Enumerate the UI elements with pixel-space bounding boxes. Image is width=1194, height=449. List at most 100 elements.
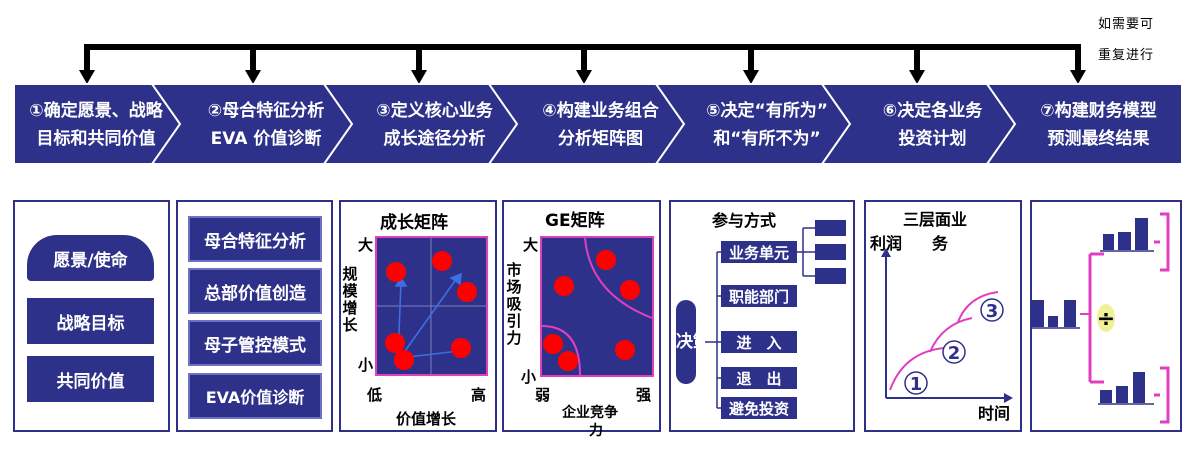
upper-output-bars xyxy=(1103,218,1148,250)
horizon-curve-1 xyxy=(889,347,945,391)
upper-bar-1 xyxy=(1103,234,1114,250)
growth-y-high: 大 xyxy=(358,236,374,254)
ge-dots xyxy=(543,250,640,371)
growth-dot-2 xyxy=(432,251,452,271)
step-6-line2: 投资计划 xyxy=(898,129,967,149)
step-5-line1: ⑤决定“有所为” xyxy=(706,101,828,121)
process-band xyxy=(13,44,1183,165)
panel-participation xyxy=(669,200,855,432)
input-bar-3 xyxy=(1064,300,1076,327)
ge-x-axis-label-2: 力 xyxy=(589,423,603,439)
ge-curve-top xyxy=(584,237,653,319)
growth-x-low: 低 xyxy=(367,386,383,404)
feedback-drop-5 xyxy=(743,44,759,84)
growth-dot-3 xyxy=(457,282,477,302)
growth-dots xyxy=(385,251,477,370)
horizon-marker-1: 1 xyxy=(904,371,928,395)
option-enter: 进 入 xyxy=(721,331,797,353)
horizons-title-2: 务 xyxy=(932,234,949,253)
feedback-drop-1 xyxy=(79,44,95,84)
lower-bar-2 xyxy=(1116,386,1128,403)
financial-model-plot: ÷ xyxy=(1030,212,1170,424)
ge-y-high: 大 xyxy=(523,236,539,254)
ge-y-axis-label: 市场吸引力 xyxy=(506,261,522,347)
input-bar-1 xyxy=(1032,300,1044,327)
ge-curve-bottom xyxy=(541,325,581,376)
feedback-drop-7 xyxy=(1070,44,1086,84)
step-4-line1: ④构建业务组合 xyxy=(542,101,659,121)
upper-bar-2 xyxy=(1118,232,1131,250)
step-5-label: ⑤决定“有所为” 和“有所不为” xyxy=(684,86,850,164)
ge-dot-3 xyxy=(620,280,640,300)
growth-dot-1 xyxy=(386,262,406,282)
input-bars xyxy=(1032,300,1076,327)
feedback-bracket xyxy=(79,44,1086,84)
option-functional-dept: 职能部门 xyxy=(721,285,797,307)
hq-value-creation-box: 总部价值创造 xyxy=(188,268,322,314)
growth-x-axis-label: 价值增长 xyxy=(396,410,457,428)
growth-x-high: 高 xyxy=(471,386,487,404)
option-avoid-investment: 避免投资 xyxy=(721,397,797,419)
step-6-line1: ⑥决定各业务 xyxy=(882,101,983,121)
svg-text:3: 3 xyxy=(986,301,999,322)
step-2-line2: EVA 价值诊断 xyxy=(210,129,322,149)
option-business-unit: 业务单元 xyxy=(721,241,797,263)
step-4-label: ④构建业务组合 分析矩阵图 xyxy=(517,86,684,164)
horizon-curve-3 xyxy=(957,291,999,323)
feedback-drop-6 xyxy=(909,44,925,84)
step-3-line1: ③定义核心业务 xyxy=(376,101,493,121)
divide-operator-bg xyxy=(1097,304,1115,332)
ge-dot-5 xyxy=(558,351,578,371)
step-5-line2: 和“有所不为” xyxy=(713,129,821,149)
step-7-chevron xyxy=(985,83,1183,165)
ge-dot-6 xyxy=(615,340,635,360)
divide-operator: ÷ xyxy=(1097,307,1115,332)
step-6-label: ⑥决定各业务 投资计划 xyxy=(850,86,1015,164)
growth-y-axis-label: 规模增长 xyxy=(342,265,358,334)
step-7-label: ⑦构建财务模型 预测最终结果 xyxy=(1015,86,1182,164)
repeat-note-line2: 重复进行 xyxy=(1098,48,1155,63)
process-chevrons xyxy=(13,83,1183,165)
svg-text:2: 2 xyxy=(948,343,961,364)
ge-dot-4 xyxy=(543,334,563,354)
upper-bar-3 xyxy=(1135,218,1148,250)
participation-title: 参与方式 xyxy=(712,211,777,230)
lower-bar-3 xyxy=(1133,372,1145,403)
input-bar-2 xyxy=(1048,316,1058,327)
ge-dot-2 xyxy=(596,250,616,270)
ge-matrix-plot xyxy=(541,237,653,376)
horizons-plot: 1 2 3 xyxy=(881,248,1013,403)
svg-text:1: 1 xyxy=(910,374,923,395)
step-7-line1: ⑦构建财务模型 xyxy=(1040,101,1157,121)
horizon-marker-3: 3 xyxy=(980,298,1004,322)
feedback-drop-2 xyxy=(245,44,261,84)
unit-sub-box-1 xyxy=(815,220,846,236)
step-4-line2: 分析矩阵图 xyxy=(558,129,643,149)
horizons-y-label: 利润 xyxy=(870,234,903,253)
growth-arrow-diagonal-head xyxy=(449,272,462,286)
lower-bar-1 xyxy=(1100,390,1112,403)
repeat-note-line1: 如需要可 xyxy=(1098,17,1155,32)
growth-matrix-plot xyxy=(377,238,486,374)
step-1-label: ①确定愿景、战略 目标和共同价值 xyxy=(8,86,184,164)
growth-y-low: 小 xyxy=(358,356,374,374)
upper-bracket xyxy=(1160,212,1170,272)
ge-dot-1 xyxy=(554,276,574,296)
step-1-line1: ①确定愿景、战略 xyxy=(29,101,163,121)
strategic-goal-box: 战略目标 xyxy=(27,298,154,344)
ge-matrix-title: GE矩阵 xyxy=(545,211,605,231)
growth-matrix-title: 成长矩阵 xyxy=(380,213,448,233)
step-3-line2: 成长途径分析 xyxy=(383,129,486,149)
lower-bracket xyxy=(1160,366,1170,424)
step-1-line2: 目标和共同价值 xyxy=(36,129,156,149)
horizon-curve-2 xyxy=(929,317,973,353)
step-3-label: ③定义核心业务 成长途径分析 xyxy=(352,86,517,164)
step-2-label: ②母合特征分析 EVA 价值诊断 xyxy=(180,86,352,164)
growth-dot-5 xyxy=(394,350,414,370)
ge-x-axis-label-1: 企业竞争 xyxy=(562,405,618,421)
horizon-marker-2: 2 xyxy=(942,340,966,364)
eva-diagnosis-box: EVA价值诊断 xyxy=(188,373,322,419)
growth-dot-4 xyxy=(385,333,405,353)
growth-dot-6 xyxy=(451,338,471,358)
